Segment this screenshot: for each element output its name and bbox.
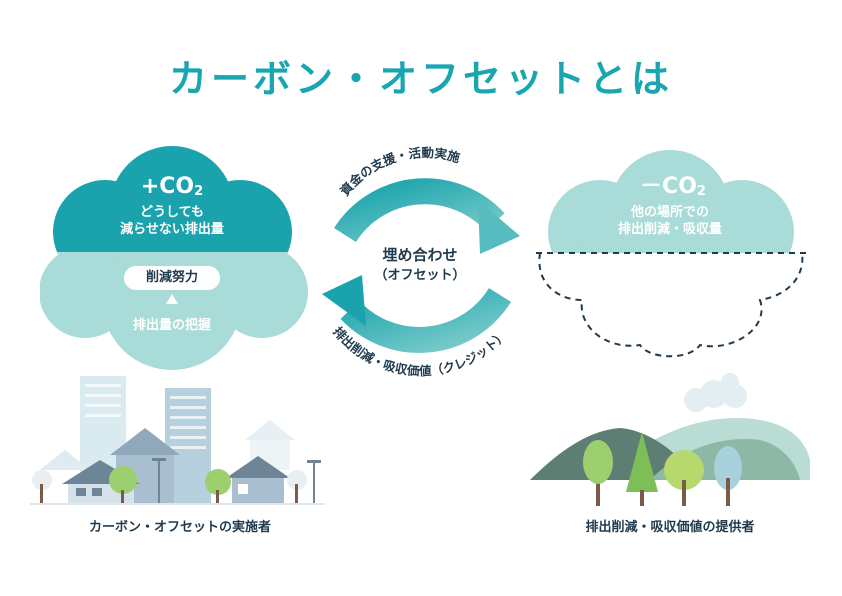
- dashed-cloud-outline: [538, 252, 804, 358]
- city-illustration: [30, 376, 325, 505]
- forest-illustration: [530, 373, 810, 506]
- round-tree: [109, 466, 137, 494]
- top-arrowhead-icon: [478, 200, 520, 254]
- left-cloud-line1: どうしても: [140, 205, 204, 220]
- left-co2-label: +CO2: [122, 173, 222, 201]
- left-co2-sub: 2: [194, 184, 204, 199]
- effort-pill: 削減努力: [124, 266, 220, 290]
- right-co2-sub: 2: [696, 184, 706, 199]
- tree-2: [664, 450, 704, 490]
- top-arc-arrow: [334, 178, 505, 243]
- tree-1: [583, 440, 613, 484]
- left-cloud-bottom-text: 排出量の把握: [132, 318, 211, 333]
- street-lamp: [158, 460, 160, 504]
- left-co2-main: +CO: [140, 174, 195, 199]
- offset-center-sublabel: （オフセット）: [374, 268, 466, 283]
- tree-3: [714, 446, 742, 490]
- right-co2-main: －CO: [640, 174, 697, 199]
- page-title: カーボン・オフセットとは: [168, 57, 673, 101]
- left-caption: カーボン・オフセットの実施者: [88, 520, 271, 535]
- dark-hill: [530, 428, 700, 480]
- bottom-arrowhead-icon: [322, 275, 366, 326]
- offset-center-label: 埋め合わせ: [382, 246, 458, 264]
- right-cloud: [536, 150, 806, 358]
- right-co2-label: －CO2: [618, 173, 728, 201]
- right-cloud-line2: 排出削減・吸収量: [617, 222, 722, 237]
- right-caption: 排出削減・吸収価値の提供者: [585, 520, 755, 535]
- up-arrow-icon: [166, 294, 178, 304]
- conifer-tree: [626, 432, 658, 492]
- left-cloud-line2: 減らせない排出量: [120, 222, 224, 237]
- bottom-arc-arrow: [340, 287, 512, 353]
- right-cloud-line1: 他の場所での: [630, 205, 709, 220]
